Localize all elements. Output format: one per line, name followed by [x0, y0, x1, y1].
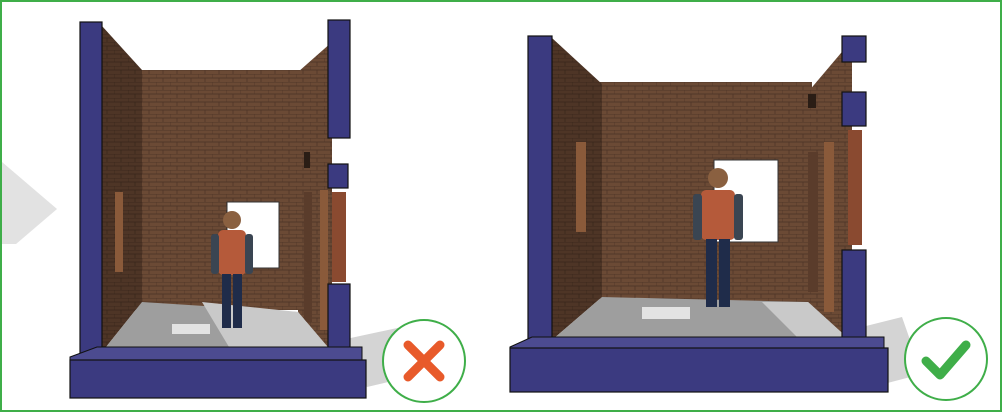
cross-icon	[384, 321, 464, 401]
right-pillar-top	[328, 20, 350, 138]
base-slab	[70, 360, 366, 398]
left-wall	[102, 26, 142, 352]
correct-badge	[904, 317, 988, 401]
check-icon	[906, 319, 986, 399]
left-pillar	[80, 22, 102, 357]
base-slab	[510, 348, 888, 392]
incorrect-badge	[382, 319, 466, 403]
right-pillar-top	[842, 36, 866, 62]
left-pillar	[528, 36, 552, 346]
